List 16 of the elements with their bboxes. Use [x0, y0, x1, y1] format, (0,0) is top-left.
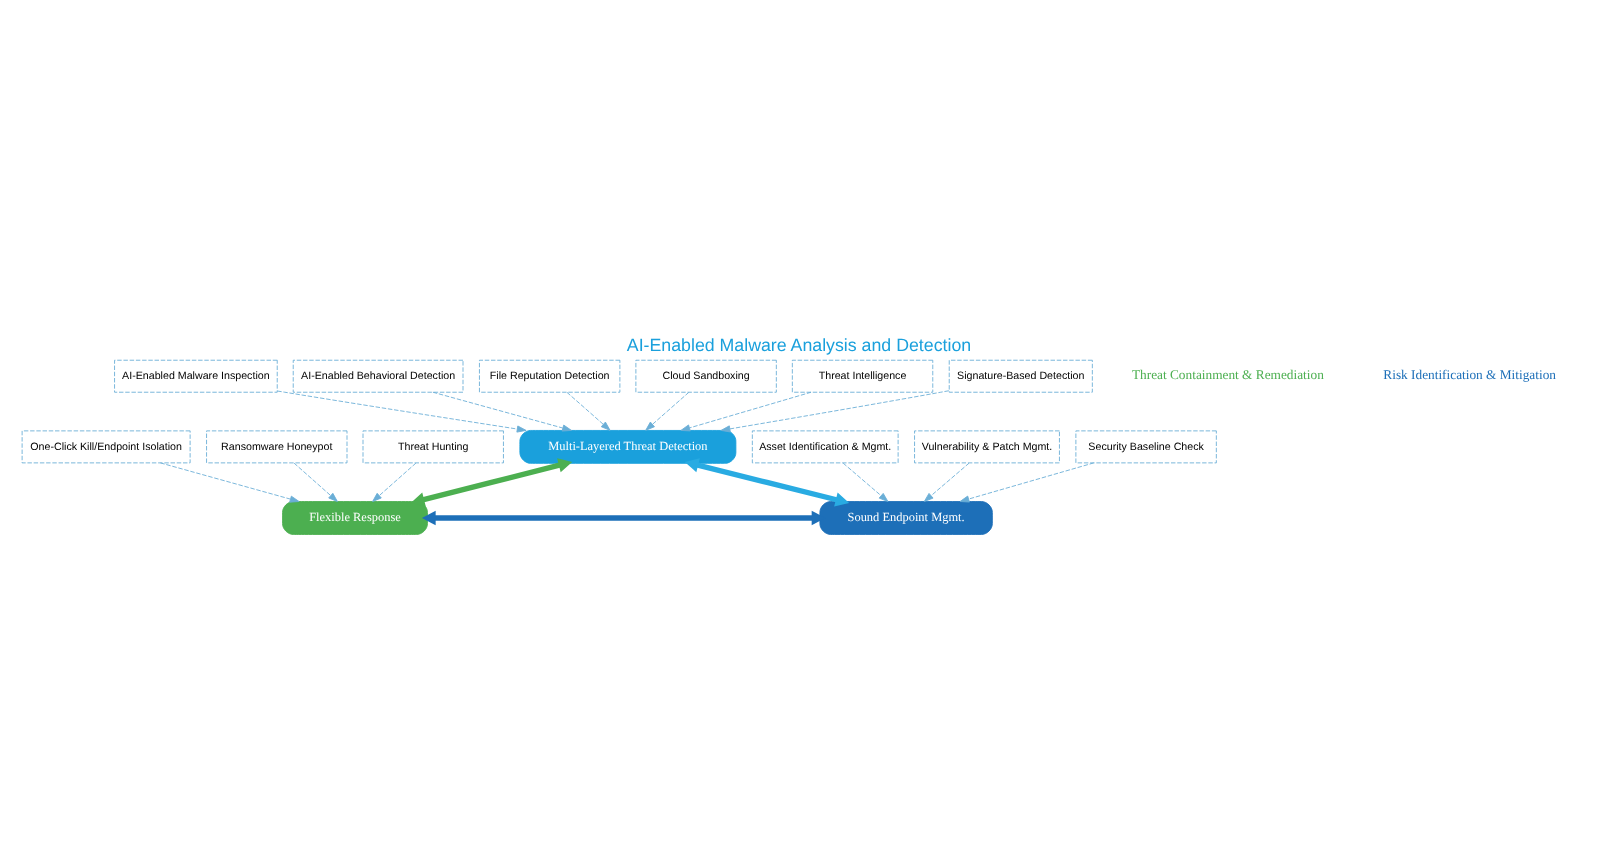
arrow	[432, 390, 572, 431]
arrow	[684, 457, 850, 506]
arrow	[842, 461, 889, 501]
arrow	[276, 389, 527, 432]
arrow	[372, 461, 417, 501]
arrow	[645, 390, 690, 430]
arrow	[720, 389, 950, 432]
arrow	[159, 461, 300, 502]
arrow	[566, 390, 611, 430]
arrow	[293, 461, 338, 501]
arrow	[923, 461, 970, 501]
diagram-title: AI-Enabled Malware Analysis and Detection	[626, 334, 972, 355]
arrow	[680, 390, 812, 431]
arrow	[959, 461, 1095, 502]
arrow	[421, 509, 826, 525]
arrow	[410, 457, 573, 506]
